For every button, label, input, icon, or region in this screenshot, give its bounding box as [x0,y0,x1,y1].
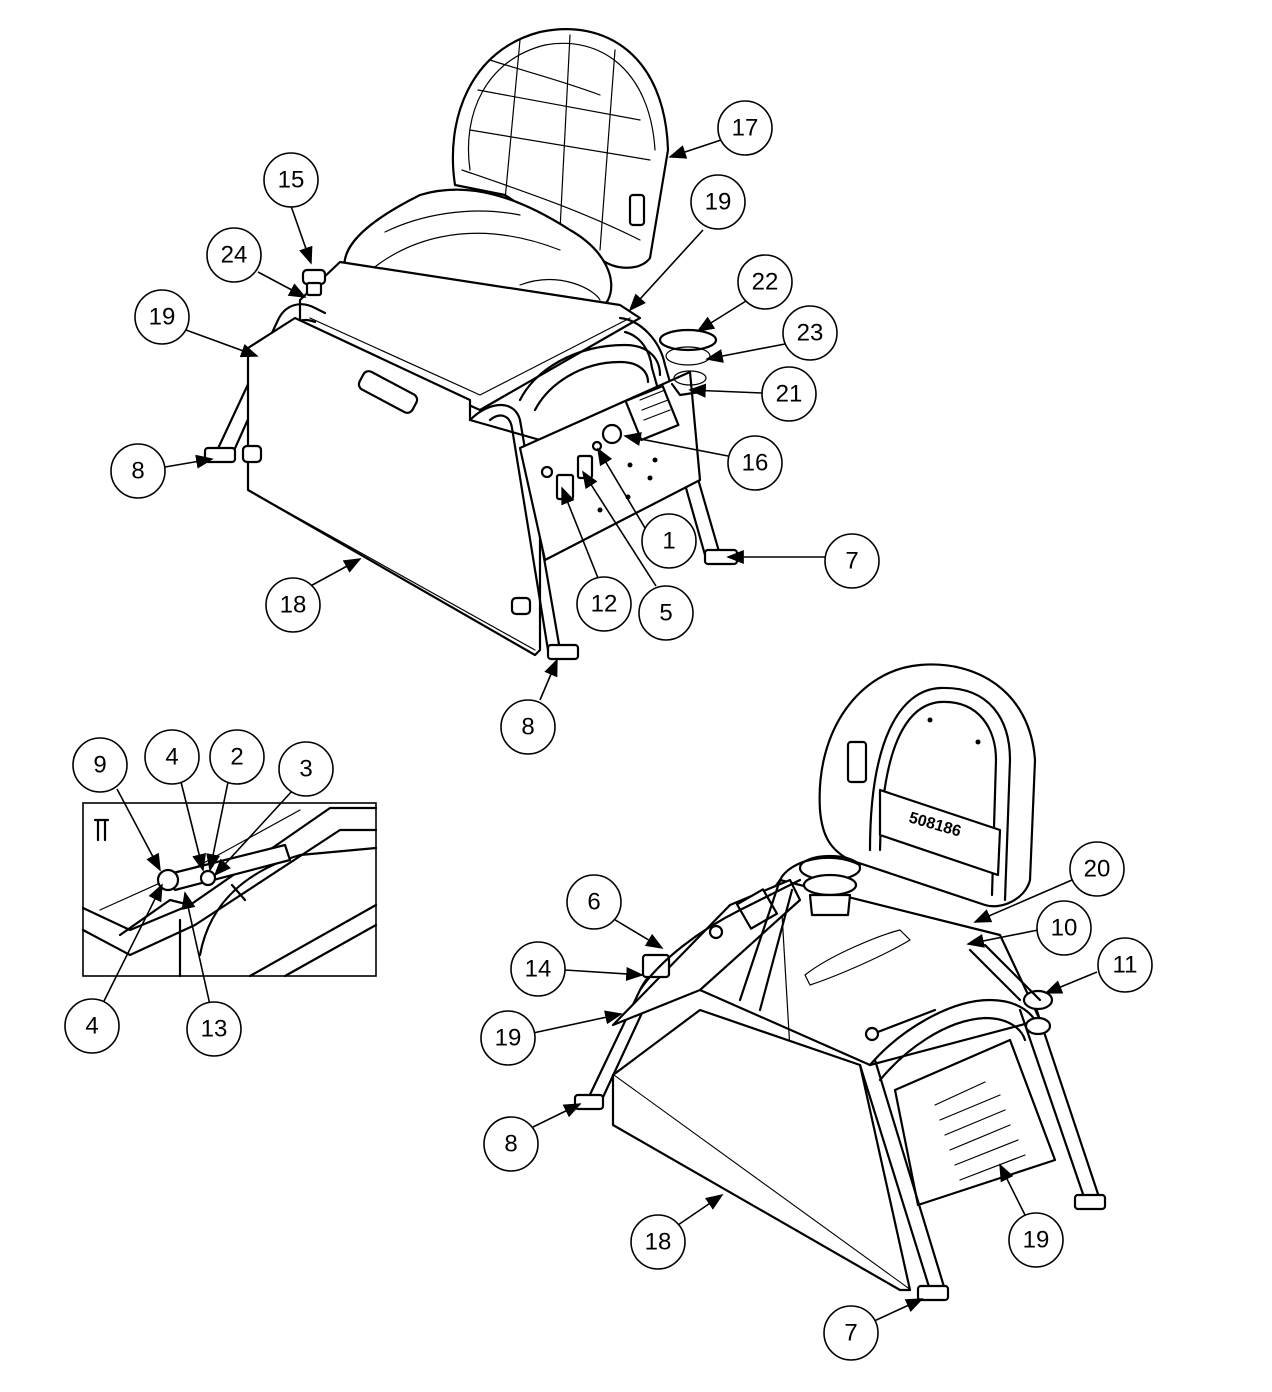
callout-12: 12 [576,576,632,632]
callout-18-top: 18 [265,577,321,633]
callout-19-top-left: 19 [134,289,190,345]
svg-text:18: 18 [280,592,307,619]
svg-text:8: 8 [131,458,144,485]
callout-23: 23 [782,305,838,361]
svg-text:6: 6 [587,889,600,916]
callout-19-bottom-left: 19 [480,1010,536,1066]
svg-text:21: 21 [776,381,803,408]
callout-7-bottom: 7 [823,1305,879,1361]
callout-16: 16 [727,435,783,491]
svg-text:16: 16 [742,450,769,477]
callout-20: 20 [1069,841,1125,897]
callout-8-top-left: 8 [110,443,166,499]
svg-text:4: 4 [165,744,178,771]
callout-4-lower: 4 [64,998,120,1054]
callout-3: 3 [278,741,334,797]
seat-back [451,28,670,269]
front-leg-tubes [468,404,580,661]
callout-8-top-center: 8 [500,699,556,755]
svg-text:8: 8 [504,1131,517,1158]
callout-22: 22 [737,254,793,310]
svg-text:14: 14 [525,956,552,983]
callout-4-upper: 4 [144,729,200,785]
bottom-assembly: 508186 [573,663,1107,1302]
callout-19-top-right: 19 [690,174,746,230]
callout-11: 11 [1097,937,1153,993]
svg-text:17: 17 [732,115,759,142]
svg-text:22: 22 [752,269,779,296]
detail-view [81,802,378,978]
leader-lines [102,139,1098,1323]
callout-19-bottom-right: 19 [1008,1212,1064,1268]
callout-24: 24 [206,227,262,283]
svg-text:1: 1 [662,528,675,555]
callout-6: 6 [566,874,622,930]
callout-15: 15 [263,152,319,208]
svg-text:19: 19 [495,1025,522,1052]
svg-text:5: 5 [659,600,672,627]
callout-10: 10 [1036,900,1092,956]
callout-9: 9 [72,737,128,793]
callouts: 17 15 24 19 19 22 23 21 16 8 1 7 12 5 18… [64,100,1153,1361]
callout-17: 17 [717,100,773,156]
callout-13: 13 [186,1001,242,1057]
callout-14: 14 [510,941,566,997]
callout-21: 21 [761,366,817,422]
callout-7-top: 7 [824,533,880,589]
svg-text:7: 7 [845,548,858,575]
svg-text:19: 19 [705,189,732,216]
callout-18-bottom: 18 [630,1214,686,1270]
svg-text:2: 2 [230,744,243,771]
detail-frame [82,802,377,977]
svg-text:11: 11 [1113,952,1138,979]
svg-text:20: 20 [1084,856,1111,883]
svg-text:18: 18 [645,1229,672,1256]
callout-8-bottom: 8 [483,1116,539,1172]
svg-text:23: 23 [797,320,824,347]
svg-text:15: 15 [278,167,305,194]
svg-text:24: 24 [221,242,248,269]
callout-5: 5 [638,585,694,641]
svg-text:13: 13 [201,1016,228,1043]
callout-2: 2 [209,729,265,785]
svg-text:8: 8 [521,714,534,741]
svg-text:3: 3 [299,756,312,783]
svg-text:10: 10 [1051,915,1078,942]
svg-text:4: 4 [85,1013,98,1040]
svg-text:7: 7 [844,1320,857,1347]
svg-text:9: 9 [93,752,106,779]
svg-text:12: 12 [591,591,618,618]
svg-text:19: 19 [1023,1227,1050,1254]
callout-1: 1 [641,513,697,569]
svg-text:19: 19 [149,304,176,331]
